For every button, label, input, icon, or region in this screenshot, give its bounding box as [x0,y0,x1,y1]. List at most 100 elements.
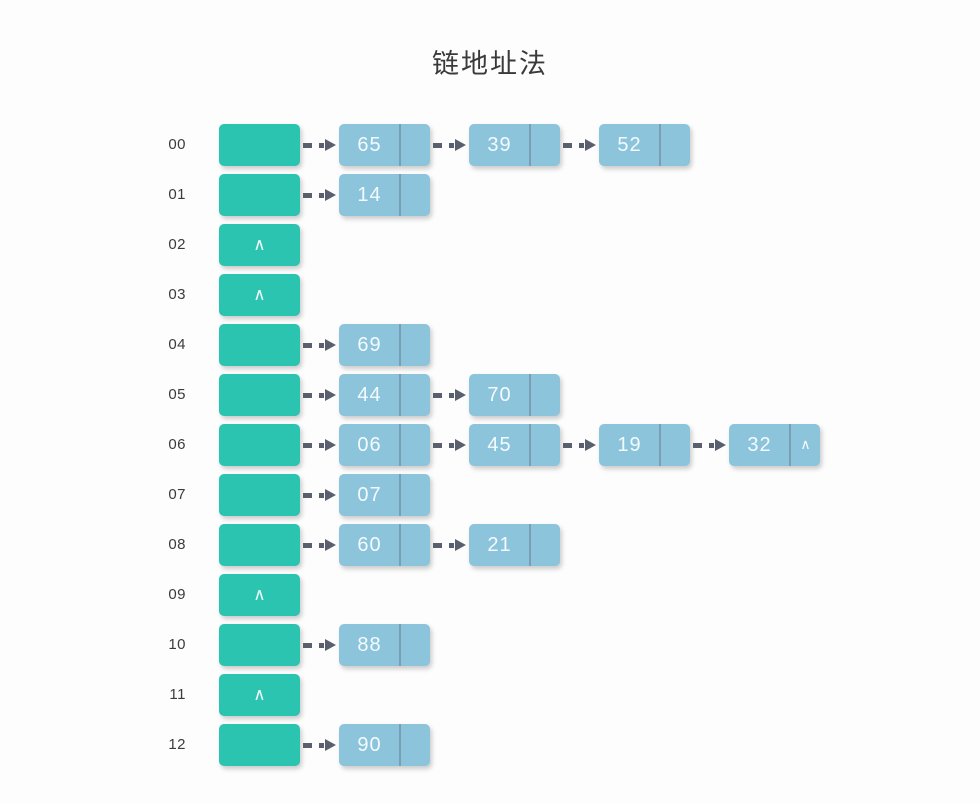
bucket-head-cell[interactable] [219,324,300,366]
bucket-index-label: 00 [168,136,186,153]
pointer-arrow [433,439,466,451]
node-value: 60 [357,534,382,556]
bucket-head-cell[interactable] [219,724,300,766]
bucket-index-label: 02 [168,236,186,253]
node-cell-divider [529,124,531,166]
pointer-arrow [433,389,466,401]
node-cell-divider [659,124,661,166]
node-value: 19 [617,434,642,456]
node-cell-divider [399,724,401,766]
node-next-pointer [401,374,430,416]
node-cell-divider [529,524,531,566]
list-node[interactable]: 07 [339,474,430,516]
bucket-head-cell[interactable]: ∧ [219,274,300,316]
pointer-arrow [433,539,466,551]
bucket-head-cell[interactable]: ∧ [219,674,300,716]
bucket-index-label: 04 [168,336,186,353]
pointer-arrow [303,539,336,551]
list-node[interactable]: 70 [469,374,560,416]
list-node[interactable]: 65 [339,124,430,166]
arrow-dash-line [563,143,584,148]
node-value: 21 [487,534,512,556]
node-next-pointer [401,424,430,466]
pointer-arrow [303,339,336,351]
node-next-pointer [531,524,560,566]
node-next-pointer [661,424,690,466]
list-node[interactable]: 14 [339,174,430,216]
list-node[interactable]: 44 [339,374,430,416]
pointer-arrow [693,439,726,451]
node-cell-divider [789,424,791,466]
node-value: 88 [357,634,382,656]
arrow-dash-line [303,493,324,498]
list-node[interactable]: 45 [469,424,560,466]
page-title: 链地址法 [432,49,548,79]
bucket-row: 00 65 39 52 [0,124,980,174]
node-value: 65 [357,134,382,156]
node-next-pointer [531,424,560,466]
list-node[interactable]: 32∧ [729,424,820,466]
arrow-dash-line [303,643,324,648]
node-cell-divider [399,124,401,166]
bucket-index-label: 01 [168,186,186,203]
bucket-head-cell[interactable] [219,624,300,666]
node-next-pointer [401,524,430,566]
node-value: 07 [357,484,382,506]
list-node[interactable]: 39 [469,124,560,166]
list-node[interactable]: 60 [339,524,430,566]
list-node[interactable]: 21 [469,524,560,566]
bucket-head-cell[interactable] [219,174,300,216]
node-cell-divider [529,374,531,416]
node-cell-divider [399,474,401,516]
bucket-row: 11 ∧ [0,674,980,724]
node-cell-divider [399,624,401,666]
bucket-head-cell[interactable]: ∧ [219,574,300,616]
node-next-pointer: ∧ [800,437,811,453]
bucket-head-cell[interactable]: ∧ [219,224,300,266]
bucket-head-cell[interactable] [219,424,300,466]
bucket-head-cell[interactable] [219,374,300,416]
list-node[interactable]: 90 [339,724,430,766]
node-cell-divider [399,324,401,366]
null-pointer-symbol: ∧ [253,685,266,705]
arrow-head-icon [585,439,596,451]
node-value: 39 [487,134,512,156]
node-cell-divider [399,174,401,216]
pointer-arrow [563,439,596,451]
node-cell-divider [529,424,531,466]
bucket-head-cell[interactable] [219,474,300,516]
bucket-index-label: 12 [168,736,186,753]
node-next-pointer [401,124,430,166]
node-next-pointer [531,374,560,416]
bucket-head-cell[interactable] [219,124,300,166]
pointer-arrow [303,439,336,451]
arrow-dash-line [303,393,324,398]
bucket-row: 02 ∧ [0,224,980,274]
bucket-index-label: 09 [168,586,186,603]
arrow-dash-line [433,443,454,448]
list-node[interactable]: 19 [599,424,690,466]
node-value: 44 [357,384,382,406]
node-value: 14 [357,184,382,206]
arrow-head-icon [455,389,466,401]
null-pointer-symbol: ∧ [253,285,266,305]
bucket-index-label: 11 [169,686,186,703]
node-next-pointer [661,124,690,166]
pointer-arrow [303,389,336,401]
arrow-head-icon [325,639,336,651]
list-node[interactable]: 69 [339,324,430,366]
bucket-head-cell[interactable] [219,524,300,566]
list-node[interactable]: 06 [339,424,430,466]
list-node[interactable]: 52 [599,124,690,166]
bucket-row: 12 90 [0,724,980,774]
node-next-pointer [531,124,560,166]
pointer-arrow [303,489,336,501]
list-node[interactable]: 88 [339,624,430,666]
arrow-dash-line [303,743,324,748]
node-next-pointer [401,324,430,366]
node-cell-divider [399,424,401,466]
arrow-head-icon [325,539,336,551]
node-value: 69 [357,334,382,356]
